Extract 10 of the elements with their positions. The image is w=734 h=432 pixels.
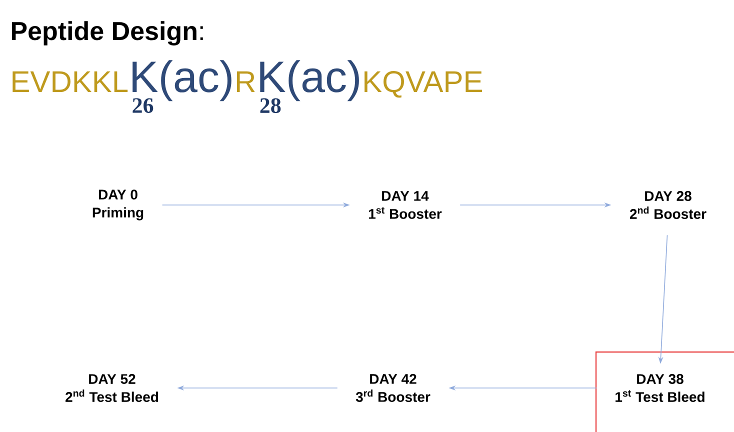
timeline-step: DAY 14 1$^{st}$ Booster — [369, 191, 442, 219]
timeline-step: DAY 0 Priming — [92, 190, 144, 220]
sequence-text: KQVAPE — [364, 71, 482, 98]
timeline-step: DAY 42 3$^{rd}$ Booster — [356, 374, 430, 402]
timeline-step: DAY 38 1$^{st}$ Test Bleed — [616, 374, 704, 402]
sequence-text: R — [236, 71, 255, 92]
title: Peptide Design: — [12, 21, 203, 46]
sequence-text: EVDKKL — [12, 71, 128, 92]
timeline-step: DAY 28 2$^{nd}$ Booster — [630, 191, 706, 219]
timeline-step: DAY 52 2$^{nd}$ Test Bleed — [66, 374, 158, 402]
